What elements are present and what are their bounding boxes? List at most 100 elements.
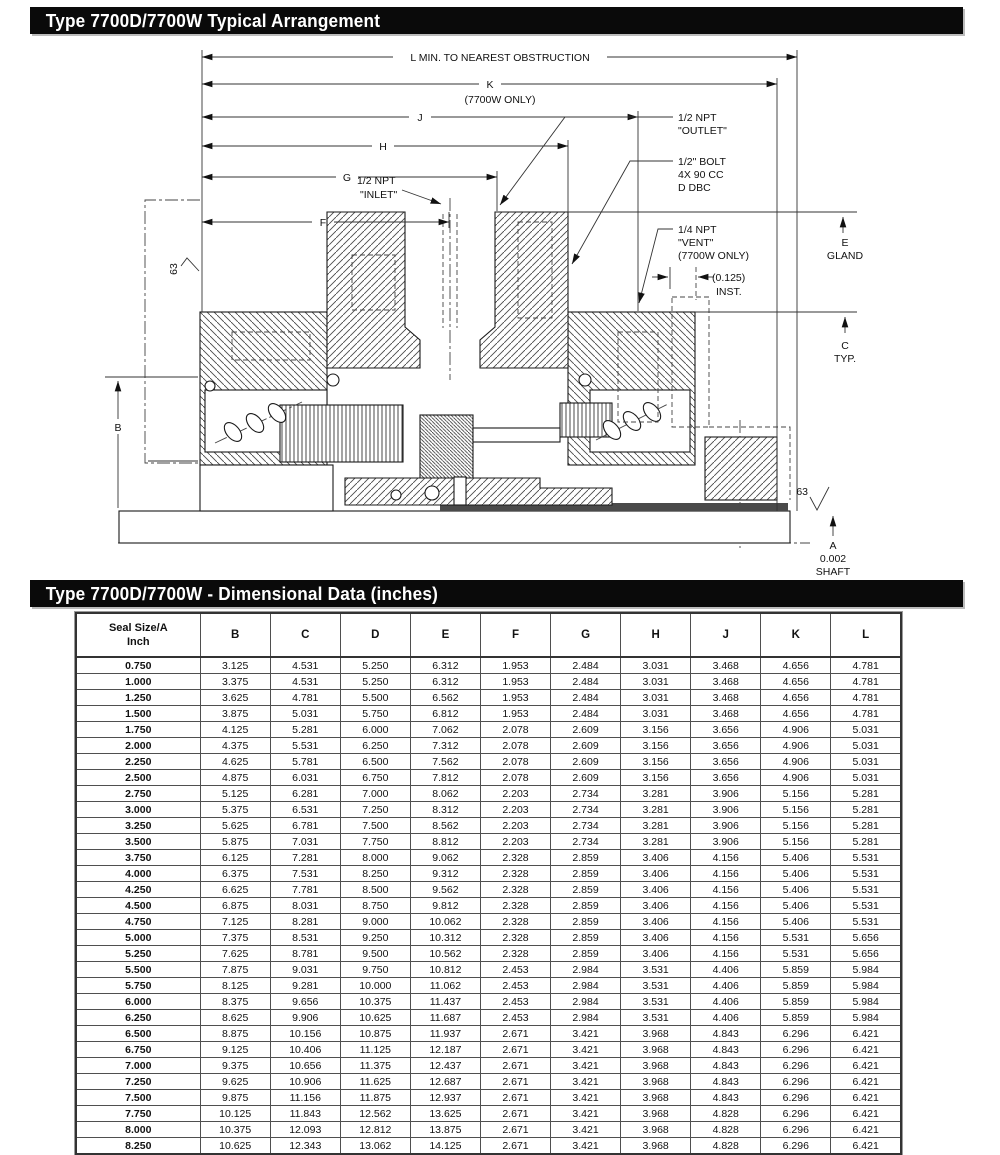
seal-size-cell: 7.250 xyxy=(75,1073,201,1090)
dim-label-l: L MIN. TO NEAREST OBSTRUCTION xyxy=(410,52,589,64)
dimension-cell: 3.468 xyxy=(690,656,762,674)
dimension-cell: 9.500 xyxy=(339,945,411,962)
dimension-cell: 5.031 xyxy=(830,769,902,786)
dimension-cell: 6.000 xyxy=(339,721,411,738)
hidden-detail xyxy=(231,214,791,500)
dimension-cell: 6.312 xyxy=(409,656,481,674)
dimension-cell: 4.156 xyxy=(690,849,762,866)
dimension-cell: 2.609 xyxy=(550,753,622,770)
dimension-cell: 11.687 xyxy=(409,1009,481,1026)
dimension-cell: 2.203 xyxy=(479,785,552,802)
dimension-cell: 3.281 xyxy=(620,785,692,802)
dimension-cell: 12.187 xyxy=(409,1041,481,1058)
section-title-text: Type 7700D/7700W Typical Arrangement xyxy=(45,10,381,31)
ball xyxy=(424,485,440,501)
dimension-cell: 10.812 xyxy=(409,961,481,978)
dimension-cell: 9.812 xyxy=(409,897,481,914)
section-title-text: Type 7700D/7700W - Dimensional Data (inc… xyxy=(45,583,439,604)
dimension-cell: 2.859 xyxy=(550,897,622,914)
dimension-cell: 6.296 xyxy=(760,1121,832,1138)
dimension-cell: 9.031 xyxy=(269,961,341,978)
dimension-cell: 5.531 xyxy=(830,897,902,914)
dimension-cell: 2.984 xyxy=(550,1009,622,1026)
dimension-cell: 5.531 xyxy=(830,881,902,898)
dimension-cell: 5.984 xyxy=(830,977,902,994)
seal-size-cell: 8.000 xyxy=(75,1121,201,1138)
dimension-cell: 3.421 xyxy=(550,1025,622,1042)
dimension-cell: 1.953 xyxy=(479,673,552,690)
dimension-cell: 10.312 xyxy=(409,929,481,946)
dimension-cell: 4.156 xyxy=(690,897,762,914)
dimension-cell: 10.625 xyxy=(339,1009,411,1026)
seal-size-cell: 2.750 xyxy=(75,785,201,802)
dimension-cell: 5.375 xyxy=(199,801,271,818)
dimension-cell: 4.781 xyxy=(269,689,341,706)
leader-outlet xyxy=(499,116,673,206)
dimension-cell: 4.531 xyxy=(269,656,341,674)
dimension-cell: 2.734 xyxy=(550,785,622,802)
dimension-cell: 11.937 xyxy=(409,1025,481,1042)
dimension-cell: 2.078 xyxy=(479,737,552,754)
dimension-cell: 3.906 xyxy=(690,785,762,802)
dimension-cell: 3.281 xyxy=(620,817,692,834)
dimension-cell: 1.953 xyxy=(479,689,552,706)
dimension-cell: 2.859 xyxy=(550,865,622,882)
dimension-cell: 2.671 xyxy=(479,1073,552,1090)
seal-size-cell: 2.500 xyxy=(75,769,201,786)
dimension-cell: 2.671 xyxy=(479,1089,552,1106)
callout-bolt-2: 4X 90 CC xyxy=(678,169,724,181)
dimension-cell: 2.671 xyxy=(479,1105,552,1122)
dim-inst xyxy=(652,267,714,300)
dimension-cell: 5.984 xyxy=(830,993,902,1010)
dimension-cell: 4.906 xyxy=(760,769,832,786)
dimension-labels: L MIN. TO NEAREST OBSTRUCTION K (7700W O… xyxy=(109,52,863,578)
dimension-cell: 7.250 xyxy=(339,801,411,818)
dimension-cell: 3.531 xyxy=(620,1009,692,1026)
seal-size-cell: 3.750 xyxy=(75,849,201,866)
dimension-cell: 7.875 xyxy=(199,961,271,978)
dimension-cell: 4.906 xyxy=(760,753,832,770)
dimension-cell: 9.062 xyxy=(409,849,481,866)
dimension-cell: 8.781 xyxy=(269,945,341,962)
dim-label-k-note: (7700W ONLY) xyxy=(465,94,536,106)
dimension-cell: 4.843 xyxy=(690,1073,762,1090)
dimension-cell: 9.750 xyxy=(339,961,411,978)
callout-vent-1: 1/4 NPT xyxy=(678,224,717,236)
dimension-cell: 5.531 xyxy=(760,945,832,962)
dimension-cell: 6.421 xyxy=(830,1025,902,1042)
dimension-cell: 5.031 xyxy=(830,737,902,754)
dim-label-j: J xyxy=(417,112,422,124)
dimension-cell: 8.531 xyxy=(269,929,341,946)
dimension-cell: 9.000 xyxy=(339,913,411,930)
dim-label-e-sub: GLAND xyxy=(827,250,864,262)
seal-size-cell: 1.500 xyxy=(75,705,201,722)
bearing-block xyxy=(704,436,778,501)
dimension-cell: 4.843 xyxy=(690,1025,762,1042)
column-header-seal-size: Seal Size/A Inch xyxy=(75,612,201,658)
seal-size-cell: 5.000 xyxy=(75,929,201,946)
dimension-cell: 3.031 xyxy=(620,673,692,690)
dimension-cell: 4.906 xyxy=(760,721,832,738)
seal-size-cell: 7.000 xyxy=(75,1057,201,1074)
callout-labels: 1/2 NPT "INLET" 1/2 NPT "OUTLET" 1/2" BO… xyxy=(357,112,749,262)
dimension-cell: 9.250 xyxy=(339,929,411,946)
dimension-cell: 3.656 xyxy=(690,753,762,770)
dimension-cell: 2.328 xyxy=(479,897,552,914)
dimension-cell: 13.625 xyxy=(409,1105,481,1122)
dimension-cell: 6.562 xyxy=(409,689,481,706)
finish-symbol-bottom: 63 xyxy=(796,486,830,511)
dimension-cell: 7.125 xyxy=(199,913,271,930)
dimension-cell: 2.671 xyxy=(479,1057,552,1074)
dim-label-k: K xyxy=(486,79,493,91)
dimension-cell: 2.203 xyxy=(479,817,552,834)
set-screw xyxy=(453,476,467,506)
seal-size-cell: 7.500 xyxy=(75,1089,201,1106)
o-ring xyxy=(204,380,216,392)
dimension-cell: 6.812 xyxy=(409,705,481,722)
